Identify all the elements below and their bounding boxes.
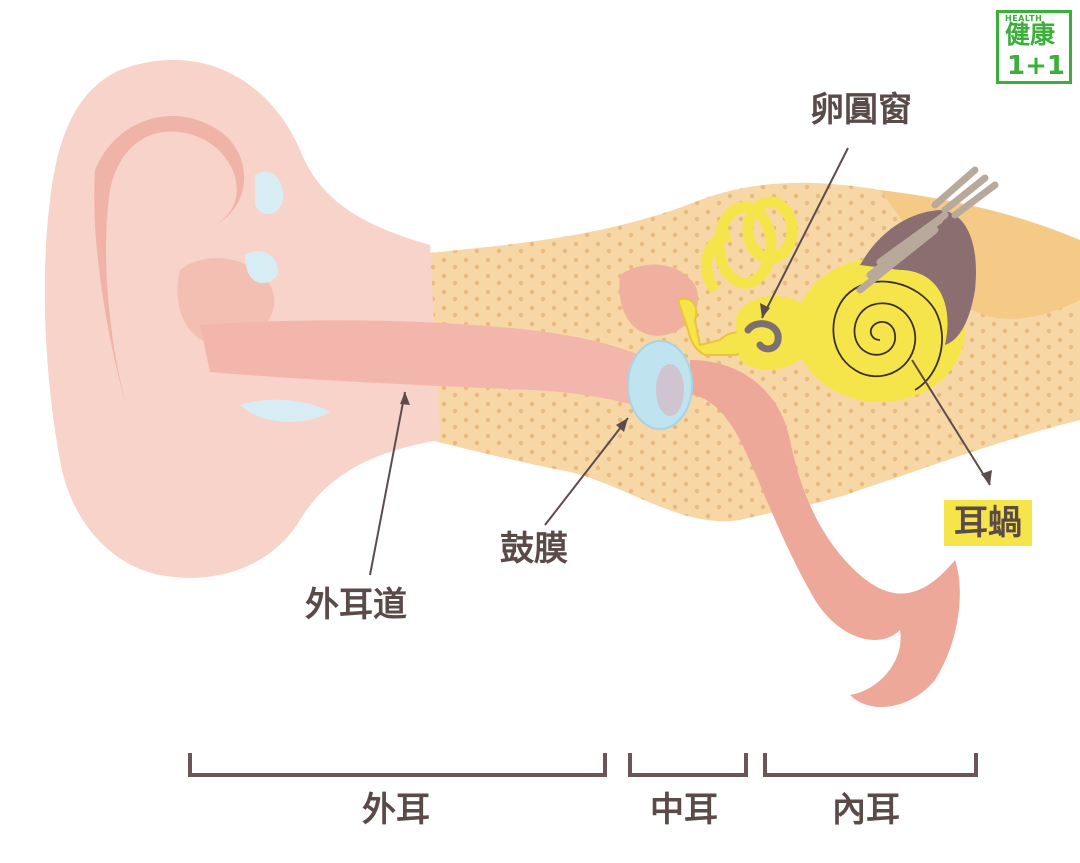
arrow-cochlea (911, 359, 991, 486)
arrow-eardrum (544, 417, 629, 526)
eustachian-tube (690, 360, 960, 707)
health-logo: HEALTH 健康 1+1 (996, 10, 1072, 84)
section-outer-ear: 外耳 (362, 790, 430, 830)
logo-en-text: HEALTH (1005, 14, 1043, 23)
section-inner-ear: 內耳 (832, 790, 900, 830)
bracket-inner (763, 753, 978, 777)
middle-ear-cavity (619, 264, 699, 336)
semicircular-canals (701, 196, 798, 294)
cartilage-highlight-3 (240, 399, 330, 423)
eardrum-inner (656, 364, 684, 416)
section-middle-ear: 中耳 (650, 790, 718, 830)
cochlea-shell (795, 258, 965, 402)
logo-zh-text: 健康 (1005, 20, 1056, 49)
bracket-outer (188, 753, 607, 777)
cartilage-highlight-2 (245, 251, 279, 284)
cochlear-nerve-fan (860, 210, 976, 345)
nerve-fibers (856, 166, 999, 294)
arrow-ear-canal (369, 391, 406, 576)
pointer-lines (369, 147, 991, 576)
label-ear-canal: 外耳道 (305, 585, 407, 625)
label-cochlea: 耳蝸 (944, 500, 1032, 546)
label-eardrum: 鼓膜 (500, 529, 568, 569)
arrow-heads (400, 303, 992, 485)
ear-canal-tube (200, 320, 650, 410)
helix-fold (94, 116, 245, 420)
cochlea-spiral (832, 280, 943, 391)
cartilage-highlight-1 (255, 171, 284, 215)
label-oval-window: 卵圓窗 (810, 90, 912, 130)
oval-window-shape (744, 320, 782, 353)
logo-number-text: 1+1 (1007, 51, 1065, 81)
arrow-oval-window (761, 147, 849, 319)
bracket-middle (628, 753, 748, 777)
section-brackets (188, 753, 978, 777)
